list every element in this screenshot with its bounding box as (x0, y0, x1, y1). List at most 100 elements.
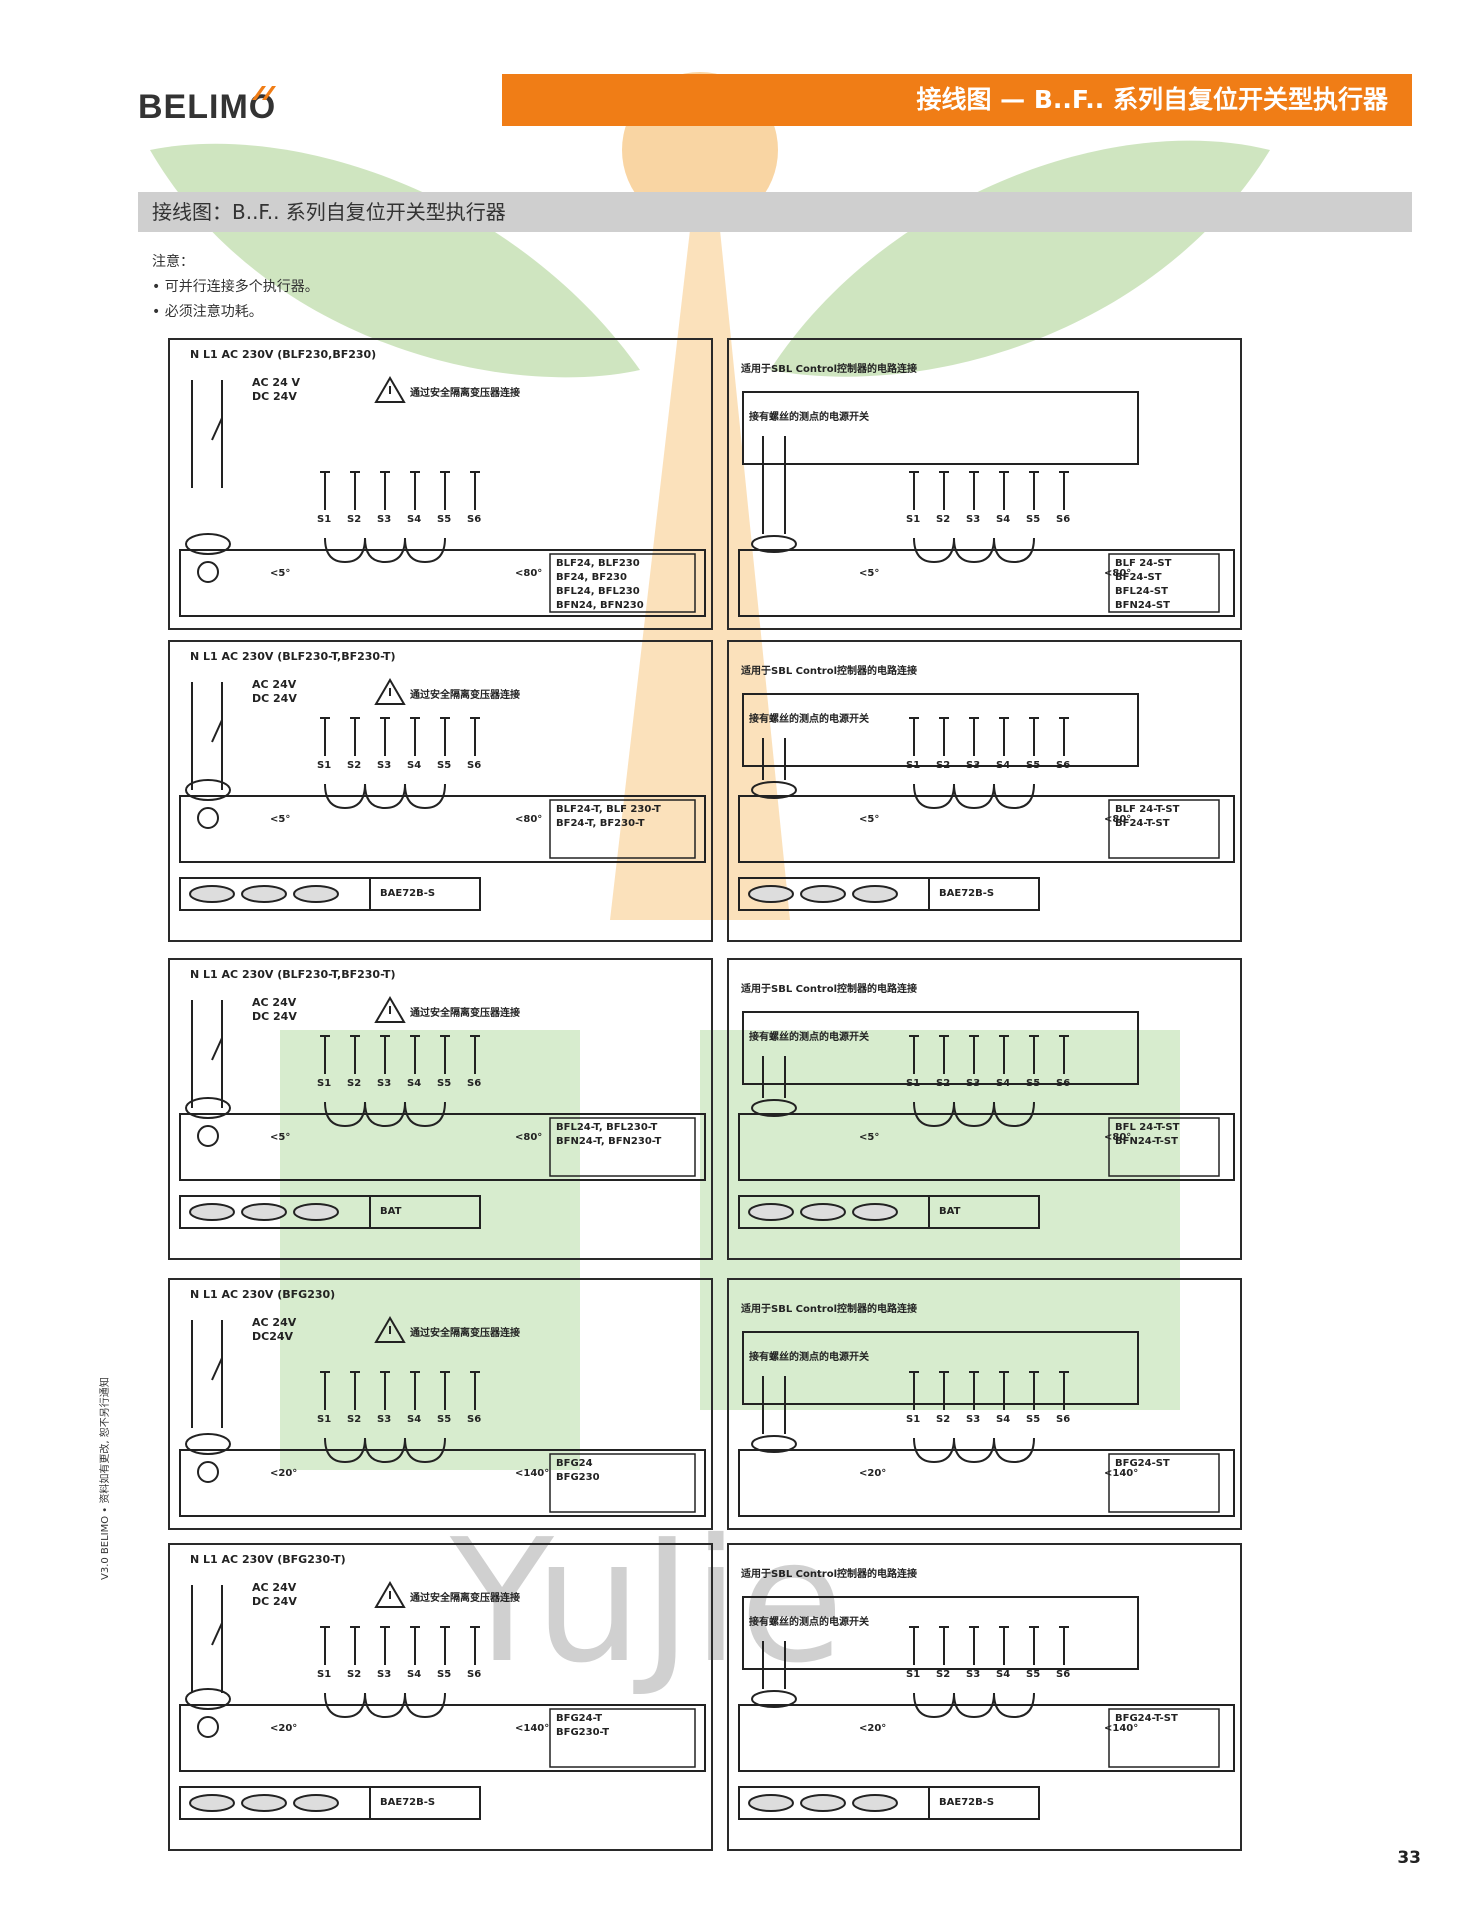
terminal-label-s6: S6 (467, 1414, 482, 1425)
model-label: BFL24-ST (1115, 586, 1168, 597)
aux-module-label: BAE72B-S (939, 1797, 995, 1808)
terminal-label-s5: S5 (437, 1669, 452, 1680)
terminal-label-s3: S3 (377, 760, 392, 771)
warning-triangle-icon (374, 1316, 406, 1343)
warning-triangle-icon (374, 376, 406, 403)
terminal-label-s1: S1 (906, 1414, 921, 1425)
terminal-label-s4: S4 (407, 1669, 422, 1680)
terminal-label-s6: S6 (1056, 760, 1071, 771)
terminal-label-s4: S4 (407, 1078, 422, 1089)
voltage-label-dc: DC 24V (252, 390, 297, 403)
supply-label: N L1 AC 230V (BLF230,BF230) (190, 348, 377, 361)
model-label: BLF 24-ST (1115, 558, 1172, 569)
supply-label: N L1 AC 230V (BFG230) (190, 1288, 336, 1301)
model-label: BFL24, BFL230 (556, 586, 640, 597)
switch-contacts (324, 537, 446, 564)
actuator-housing (179, 1704, 706, 1772)
model-label: BLF 24-T-ST (1115, 804, 1180, 815)
wiring-schematic (738, 391, 1235, 617)
inner-caption: 接有螺丝的测点的电源开关 (749, 1352, 869, 1363)
page-header-title: 接线图 — B..F.. 系列自复位开关型执行器 (502, 74, 1412, 126)
angle-low-label: <5° (859, 814, 880, 825)
angle-low-label: <5° (270, 568, 291, 579)
motor-icon (197, 1461, 219, 1483)
model-label: BFG24-T-ST (1115, 1713, 1178, 1724)
switch-contacts (324, 1101, 446, 1128)
warning-text: 通过安全隔离变压器连接 (410, 690, 520, 701)
terminal-label-s2: S2 (936, 1414, 951, 1425)
diagram-title: 适用于SBL Control控制器的电路连接 (741, 1304, 918, 1315)
terminal-label-s2: S2 (936, 760, 951, 771)
actuator-housing (738, 1113, 1235, 1181)
supply-label: N L1 AC 230V (BFG230-T) (190, 1553, 346, 1566)
terminal-label-s4: S4 (407, 514, 422, 525)
terminal-label-s3: S3 (966, 1078, 981, 1089)
terminal-label-s2: S2 (936, 1669, 951, 1680)
model-label: BFL 24-T-ST (1115, 1122, 1180, 1133)
section-title: 接线图：B..F.. 系列自复位开关型执行器 (138, 192, 1412, 232)
terminal-label-s4: S4 (996, 1669, 1011, 1680)
terminal-label-s5: S5 (1026, 1078, 1041, 1089)
terminal-label-s3: S3 (377, 1414, 392, 1425)
note-item: • 可并行连接多个执行器。 (152, 279, 319, 295)
terminal-label-s4: S4 (407, 1414, 422, 1425)
voltage-label-ac: AC 24V (252, 1581, 297, 1594)
angle-low-label: <5° (270, 1132, 291, 1143)
wiring-schematic (179, 678, 706, 911)
terminal-label-s5: S5 (1026, 760, 1041, 771)
terminal-label-s6: S6 (467, 1669, 482, 1680)
terminal-label-s2: S2 (936, 514, 951, 525)
warning-triangle-icon (374, 678, 406, 705)
motor-icon (197, 1125, 219, 1147)
terminal-label-s6: S6 (467, 1078, 482, 1089)
note-item: • 必须注意功耗。 (152, 304, 263, 320)
warning-triangle-icon (374, 1581, 406, 1608)
actuator-housing (738, 795, 1235, 863)
actuator-housing (738, 1449, 1235, 1517)
terminal-label-s3: S3 (377, 514, 392, 525)
terminal-label-s2: S2 (936, 1078, 951, 1089)
terminal-label-s2: S2 (347, 1414, 362, 1425)
wiring-schematic (738, 1596, 1235, 1820)
terminal-label-s1: S1 (906, 1078, 921, 1089)
diagram-title: 适用于SBL Control控制器的电路连接 (741, 364, 918, 375)
model-label: BFN24-ST (1115, 600, 1170, 611)
terminal-label-s1: S1 (317, 1414, 332, 1425)
model-label: BFG230-T (556, 1727, 610, 1738)
voltage-label-ac: AC 24 V (252, 376, 301, 389)
voltage-label-dc: DC 24V (252, 692, 297, 705)
aux-module-label: BAE72B-S (939, 888, 995, 899)
model-label: BFN24-T, BFN230-T (556, 1136, 662, 1147)
voltage-label-dc: DC 24V (252, 1010, 297, 1023)
angle-high-label: <140° (1104, 1468, 1139, 1479)
terminal-label-s2: S2 (347, 1669, 362, 1680)
terminal-label-s1: S1 (317, 1669, 332, 1680)
terminal-label-s5: S5 (437, 514, 452, 525)
notes-heading: 注意： (152, 254, 194, 270)
terminal-label-s5: S5 (437, 1414, 452, 1425)
terminal-label-s1: S1 (906, 760, 921, 771)
diagram-title: 适用于SBL Control控制器的电路连接 (741, 666, 918, 677)
terminal-label-s4: S4 (996, 760, 1011, 771)
model-label: BF24-T, BF230-T (556, 818, 645, 829)
model-label: BF24-ST (1115, 572, 1162, 583)
model-label: BLF24, BLF230 (556, 558, 640, 569)
terminal-label-s2: S2 (347, 514, 362, 525)
angle-low-label: <5° (859, 568, 880, 579)
aux-module-label: BAT (939, 1206, 961, 1217)
warning-text: 通过安全隔离变压器连接 (410, 388, 520, 399)
angle-high-label: <80° (1104, 568, 1132, 579)
model-label: BFG24-T (556, 1713, 603, 1724)
actuator-housing (179, 1449, 706, 1517)
switch-contacts (324, 1692, 446, 1719)
angle-low-label: <20° (270, 1468, 298, 1479)
model-label: BFL24-T, BFL230-T (556, 1122, 658, 1133)
warning-text: 通过安全隔离变压器连接 (410, 1593, 520, 1604)
supply-label: N L1 AC 230V (BLF230-T,BF230-T) (190, 968, 396, 981)
switch-contacts (913, 537, 1035, 564)
motor-icon (197, 807, 219, 829)
angle-high-label: <80° (1104, 1132, 1132, 1143)
